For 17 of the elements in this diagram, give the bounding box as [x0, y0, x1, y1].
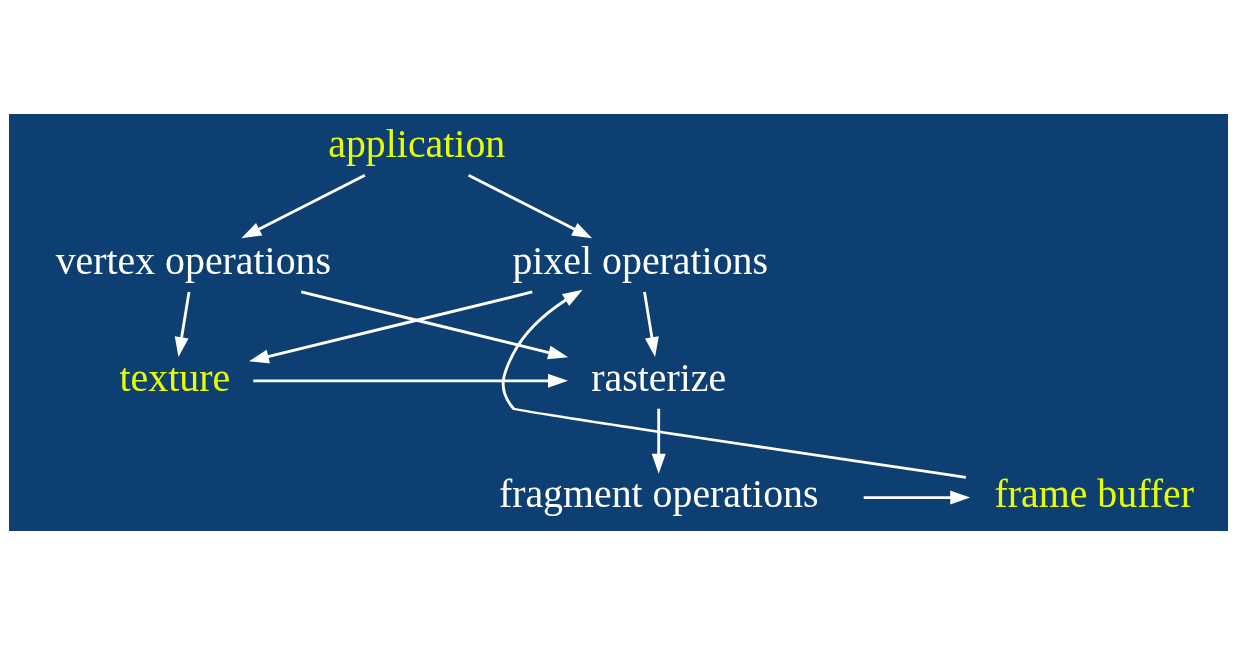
node-text: fragment operations [498, 471, 819, 517]
node-text: application [328, 121, 506, 167]
arrow [248, 290, 533, 364]
node-text: rasterize [591, 354, 727, 400]
arrow [241, 174, 366, 239]
arrow [467, 174, 593, 239]
node-text: vertex operations [55, 237, 331, 283]
arrow [253, 373, 568, 388]
arrow [863, 490, 971, 505]
node-text: texture [119, 354, 231, 400]
node-text: pixel operations [512, 237, 768, 283]
arrow [643, 291, 659, 358]
node-text: frame buffer [994, 471, 1194, 517]
arrow [174, 291, 191, 358]
arrow [300, 290, 569, 360]
arrow [651, 408, 666, 474]
arrow [501, 289, 967, 479]
